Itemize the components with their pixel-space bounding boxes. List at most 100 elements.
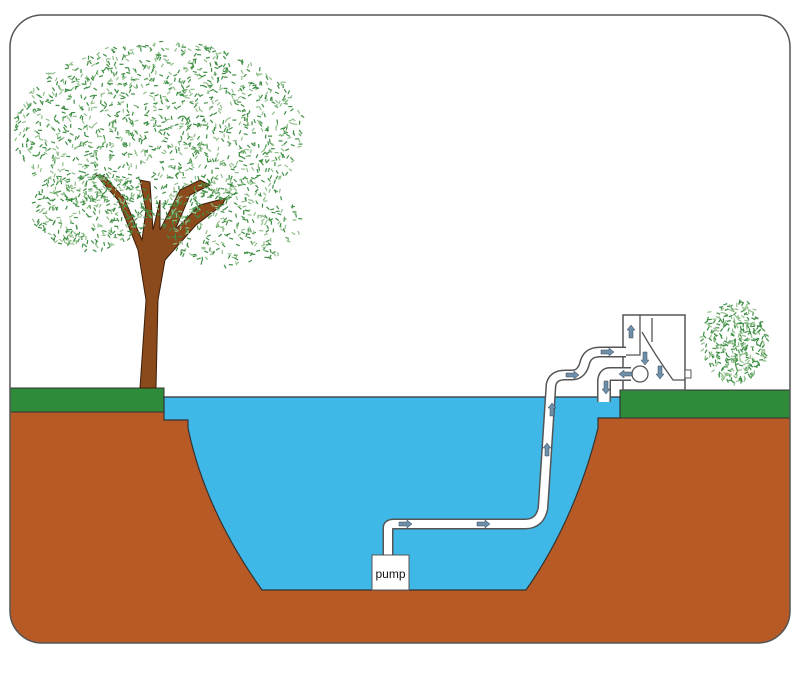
leaf bbox=[177, 162, 182, 167]
leaf bbox=[730, 309, 735, 313]
pump: pump bbox=[371, 554, 410, 591]
leaf bbox=[52, 127, 56, 132]
leaf bbox=[77, 176, 82, 180]
leaf bbox=[733, 375, 737, 379]
leaf bbox=[226, 191, 231, 194]
leaf bbox=[196, 150, 200, 155]
leaf bbox=[236, 222, 240, 227]
leaf bbox=[192, 211, 197, 215]
leaf bbox=[102, 229, 107, 233]
leaf bbox=[106, 57, 111, 60]
leaf bbox=[736, 322, 742, 325]
leaf bbox=[192, 152, 195, 158]
leaf bbox=[96, 233, 99, 238]
leaf bbox=[243, 73, 247, 78]
leaf bbox=[276, 81, 281, 86]
leaf bbox=[37, 151, 41, 156]
leaf bbox=[206, 125, 209, 130]
leaf bbox=[203, 151, 209, 155]
leaf bbox=[101, 103, 106, 107]
leaf bbox=[225, 128, 229, 133]
leaf bbox=[759, 321, 762, 326]
leaf bbox=[45, 147, 47, 152]
leaf bbox=[258, 122, 263, 125]
leaf bbox=[196, 122, 201, 127]
leaf bbox=[200, 175, 205, 179]
flow-arrow-icon bbox=[547, 402, 557, 417]
leaf bbox=[114, 186, 117, 191]
leaf bbox=[715, 315, 720, 319]
leaf bbox=[262, 192, 267, 196]
leaf bbox=[130, 192, 133, 197]
leaf bbox=[300, 114, 305, 119]
leaf bbox=[106, 216, 110, 221]
leaf bbox=[227, 70, 232, 74]
leaf bbox=[194, 102, 199, 105]
leaf bbox=[172, 226, 175, 231]
leaf bbox=[222, 67, 226, 72]
leaf bbox=[192, 195, 197, 200]
leaf bbox=[34, 135, 39, 138]
leaf bbox=[97, 54, 100, 59]
leaf bbox=[270, 168, 274, 173]
leaf bbox=[186, 120, 190, 125]
leaf bbox=[723, 303, 728, 306]
leaf bbox=[178, 195, 183, 199]
leaf bbox=[743, 346, 747, 351]
leaf bbox=[79, 114, 83, 119]
leaf bbox=[216, 102, 221, 106]
leaf bbox=[213, 90, 219, 94]
leaf bbox=[101, 92, 106, 95]
leaf bbox=[161, 191, 167, 195]
leaf bbox=[265, 239, 270, 243]
leaf bbox=[140, 83, 144, 88]
leaf bbox=[48, 219, 53, 222]
leaf bbox=[268, 217, 271, 222]
leaf bbox=[230, 175, 233, 180]
leaf bbox=[298, 217, 303, 220]
leaf bbox=[244, 116, 248, 121]
leaf bbox=[121, 56, 125, 61]
leaf bbox=[41, 115, 43, 120]
leaf bbox=[283, 140, 288, 145]
leaf bbox=[119, 229, 124, 233]
leaf bbox=[120, 201, 125, 205]
leaf bbox=[262, 196, 266, 201]
leaf bbox=[69, 219, 73, 224]
leaf bbox=[36, 218, 40, 223]
leaf bbox=[109, 227, 113, 232]
leaf bbox=[288, 119, 293, 122]
leaf bbox=[116, 110, 121, 114]
leaf bbox=[266, 151, 271, 155]
leaf bbox=[84, 140, 89, 144]
leaf bbox=[260, 161, 264, 166]
leaf bbox=[721, 377, 725, 382]
leaf bbox=[195, 48, 200, 52]
leaf bbox=[233, 99, 236, 104]
leaf bbox=[251, 218, 255, 224]
leaf bbox=[166, 105, 171, 110]
leaf bbox=[199, 123, 203, 128]
leaf bbox=[40, 153, 46, 157]
leaf bbox=[295, 213, 297, 218]
leaf bbox=[181, 89, 186, 94]
leaf bbox=[204, 47, 208, 52]
leaf bbox=[207, 79, 212, 83]
leaf bbox=[227, 254, 231, 259]
leaf bbox=[126, 201, 131, 205]
leaf bbox=[13, 116, 19, 119]
leaf bbox=[108, 103, 114, 107]
leaf bbox=[108, 77, 112, 83]
leaf bbox=[130, 196, 135, 200]
leaf bbox=[257, 214, 262, 217]
leaf bbox=[264, 99, 269, 103]
leaf bbox=[170, 115, 173, 120]
leaf bbox=[90, 99, 94, 105]
leaf bbox=[280, 208, 284, 214]
leaf bbox=[129, 132, 134, 136]
leaf bbox=[111, 126, 116, 129]
leaf bbox=[722, 344, 727, 347]
leaf bbox=[177, 167, 182, 170]
leaf bbox=[284, 164, 289, 168]
leaf bbox=[128, 153, 133, 156]
